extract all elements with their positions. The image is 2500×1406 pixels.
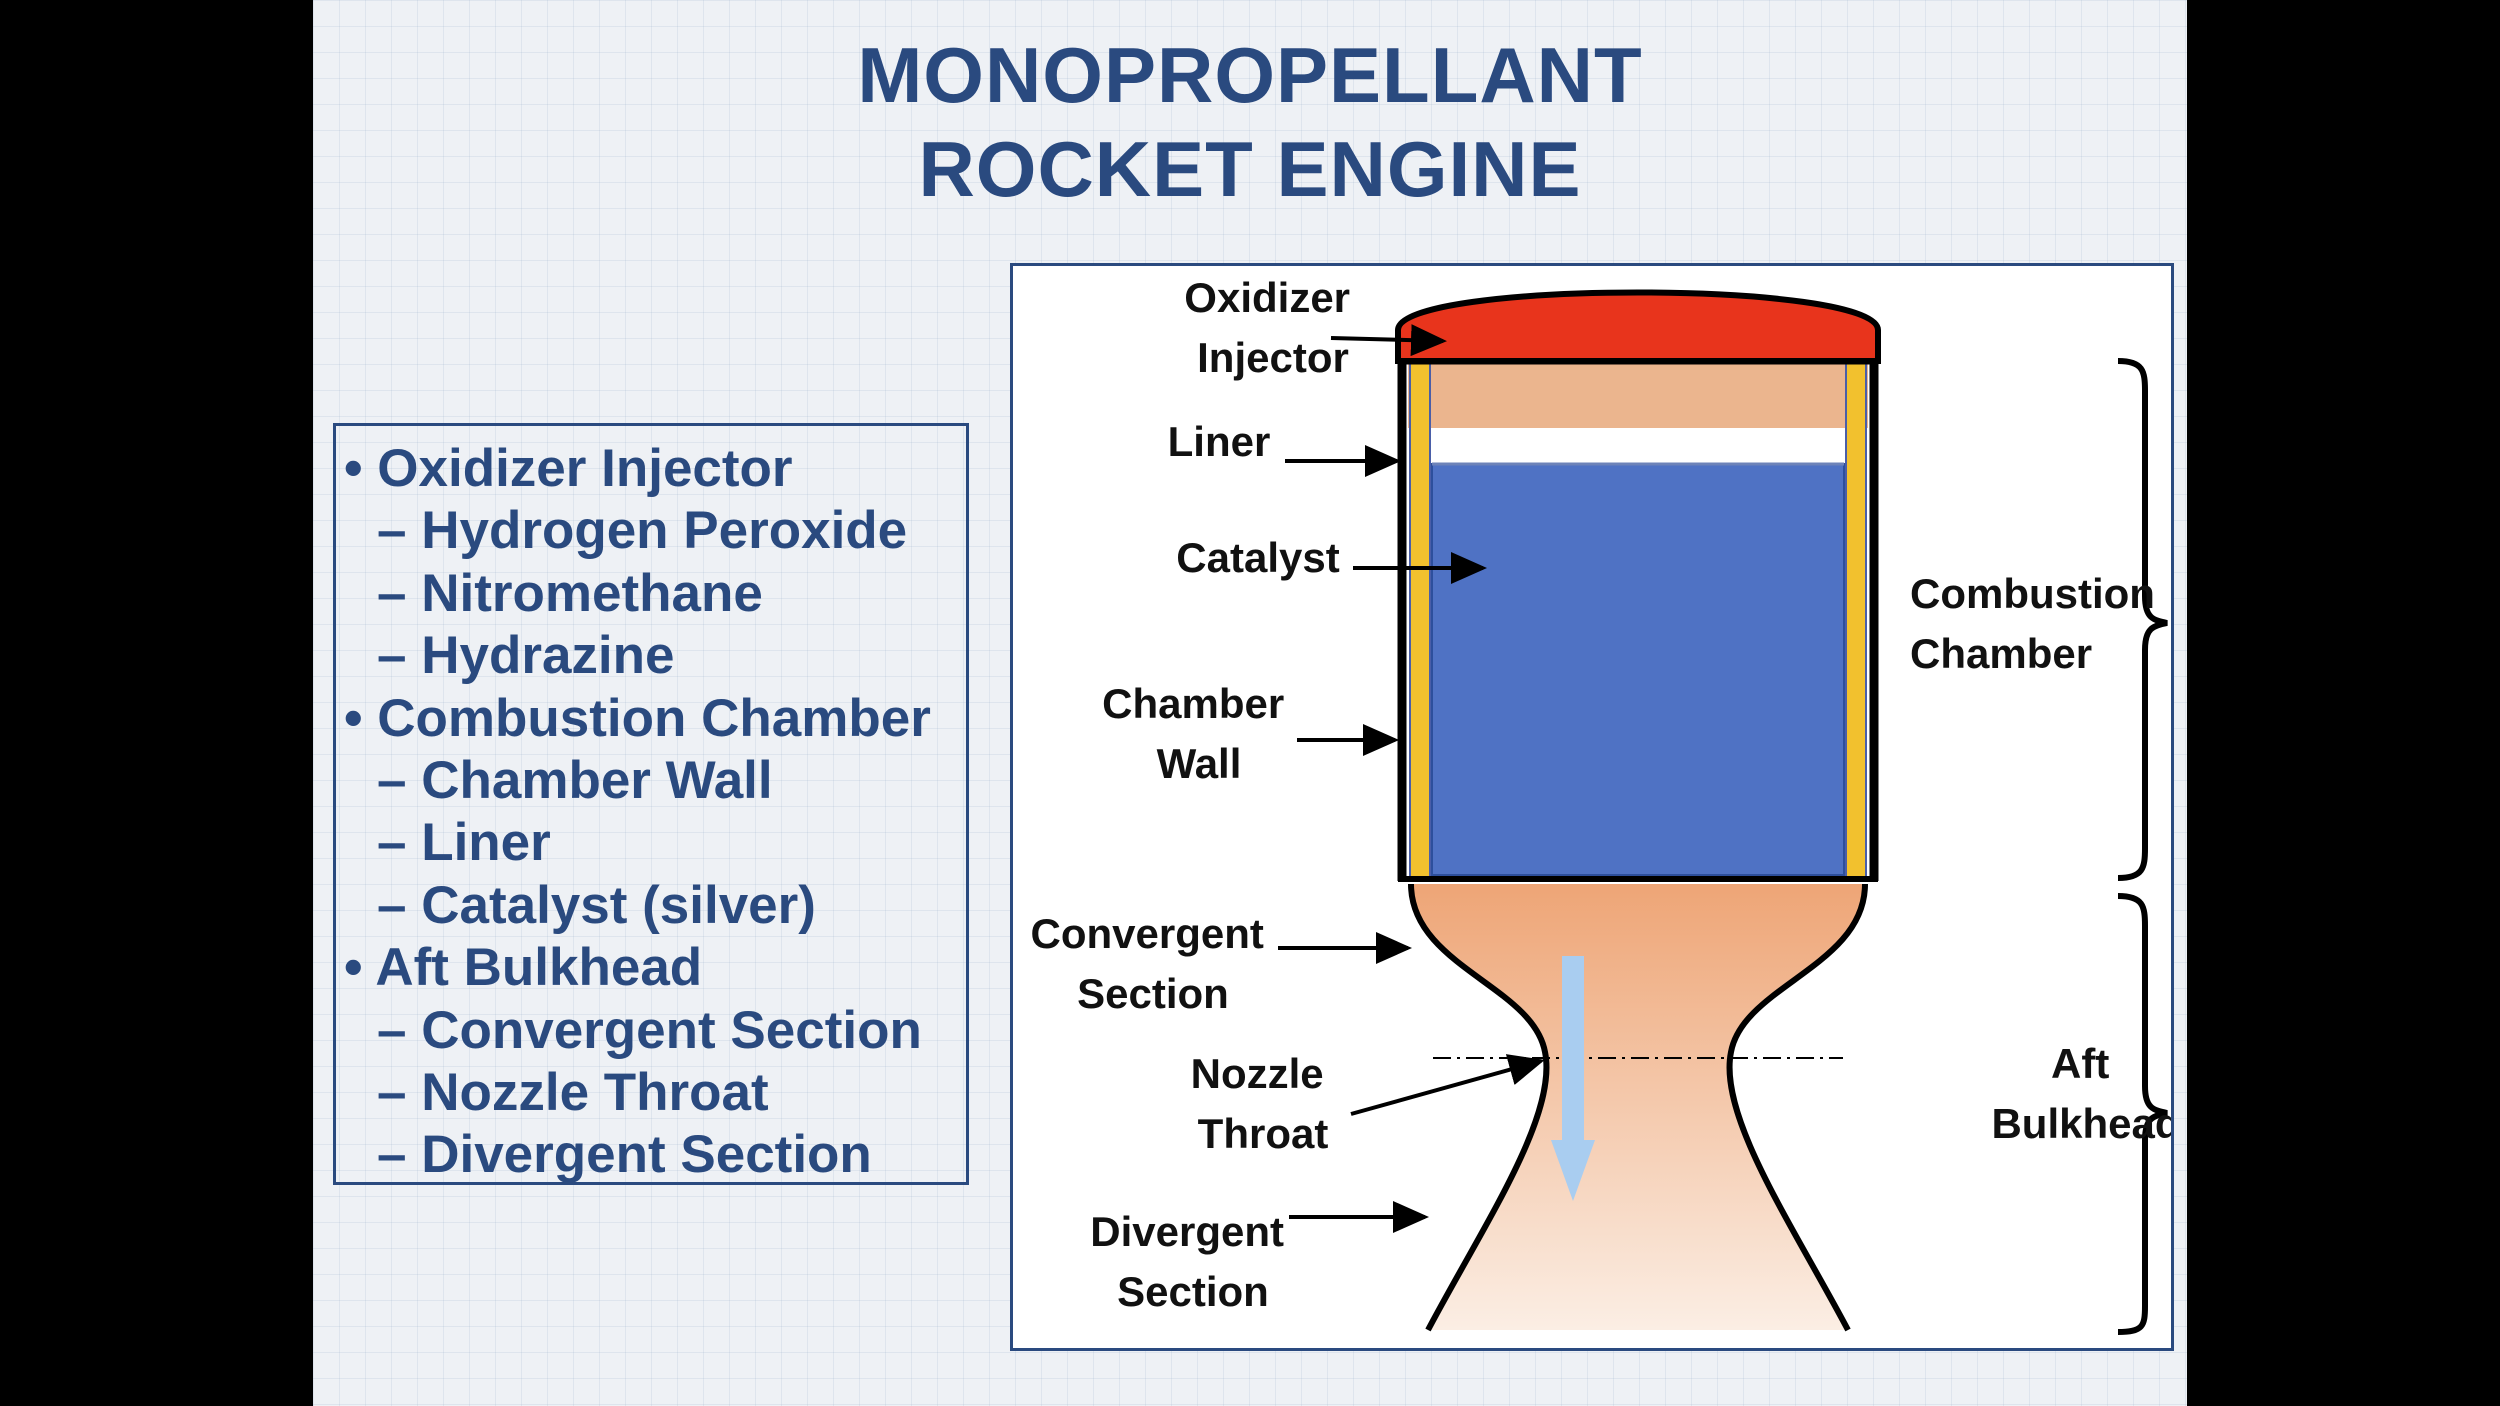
outline-subitem: – Liner [377, 813, 551, 873]
outline-subitem: – Divergent Section [377, 1125, 872, 1185]
label-convergent-section: Convergent Section [1030, 910, 1275, 1017]
outline-bullet: • Combustion Chamber [344, 688, 931, 748]
outline-subitem: – Hydrogen Peroxide [377, 501, 908, 561]
oxidizer-injector-arrow [1330, 324, 1447, 357]
label-combustion-chamber: Combustion Chamber [1910, 570, 2167, 677]
nozzle-wall-right [1726, 883, 1868, 1332]
oxidizer-injector-dome [1395, 289, 1881, 364]
engine-diagram-svg: Oxidizer Injector Liner Catalyst Chamber… [1030, 274, 2171, 1335]
engine-diagram: Oxidizer Injector Liner Catalyst Chamber… [1010, 263, 2174, 1351]
liner-left [1409, 362, 1431, 878]
title-line-1: MONOPROPELLANT [857, 31, 1643, 119]
outline-subitem: – Nozzle Throat [377, 1063, 769, 1123]
nozzle-throat-arrow [1350, 1054, 1545, 1116]
label-aft-bulkhead: Aft Bulkhead [1991, 1040, 2171, 1147]
title-line-2: ROCKET ENGINE [918, 125, 1582, 213]
outline-subitem: – Convergent Section [377, 1000, 922, 1060]
liner-right [1845, 362, 1867, 878]
aft-bulkhead-brace [2117, 893, 2168, 1335]
outline-box: • Oxidizer Injector– Hydrogen Peroxide– … [333, 423, 969, 1185]
nozzle-wall-left [1408, 883, 1550, 1332]
chamber-upper-fill [1408, 363, 1868, 428]
outline-subitem: – Hydrazine [377, 626, 675, 686]
label-liner: Liner [1168, 418, 1271, 465]
label-divergent-section: Divergent Section [1090, 1208, 1295, 1315]
label-chamber-wall: Chamber Wall [1102, 680, 1296, 787]
catalyst-bed [1431, 463, 1845, 876]
label-oxidizer-injector: Oxidizer Injector [1184, 274, 1361, 381]
combustion-chamber-brace [2117, 358, 2168, 881]
slide: MONOPROPELLANT ROCKET ENGINE • Oxidizer … [313, 0, 2187, 1406]
label-nozzle-throat: Nozzle Throat [1191, 1050, 1336, 1157]
label-catalyst: Catalyst [1176, 534, 1339, 581]
outline-subitem: – Nitromethane [377, 563, 763, 623]
outline-bullet: • Oxidizer Injector [344, 439, 793, 498]
outline-subitem: – Chamber Wall [377, 751, 773, 811]
outline-bullet: • Aft Bulkhead [344, 938, 703, 998]
outline-subitem: – Catalyst (silver) [377, 875, 816, 935]
slide-title: MONOPROPELLANT ROCKET ENGINE [313, 28, 2187, 216]
nozzle-shape [1411, 884, 1865, 1330]
flow-arrow [1551, 956, 1595, 1201]
